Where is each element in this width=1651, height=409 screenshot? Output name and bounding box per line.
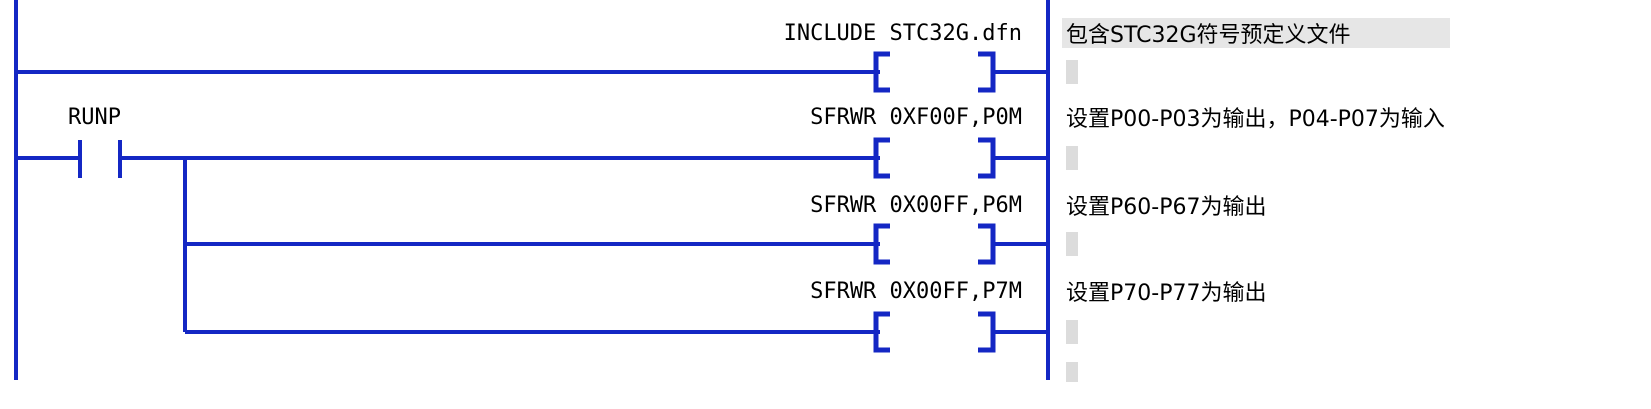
rung-4-comment-line-extra xyxy=(1066,362,1078,382)
rung-2-comment-line xyxy=(1066,146,1078,170)
rung-3[interactable]: SFRWR 0X00FF,P6M 设置P60-P67为输出 xyxy=(185,193,1266,265)
rung-1-comment-highlight xyxy=(1062,18,1450,48)
rung-1[interactable]: INCLUDE STC32G.dfn 包含STC32G符号预定义文件 xyxy=(16,18,1450,93)
contact-label-runp[interactable]: RUNP xyxy=(68,105,121,130)
rung-1-instruction[interactable]: INCLUDE STC32G.dfn xyxy=(784,21,1022,46)
rung-3-comment[interactable]: 设置P60-P67为输出 xyxy=(1066,195,1266,220)
rung-3-func-bracket-left xyxy=(873,223,890,265)
rung-2-instruction[interactable]: SFRWR 0XF00F,P0M xyxy=(810,105,1022,130)
rung-2[interactable]: RUNP SFRWR 0XF00F,P0M 设置P00-P03为输出，P04-P… xyxy=(16,105,1445,179)
rung-3-instruction[interactable]: SFRWR 0X00FF,P6M xyxy=(810,193,1022,218)
rung-4-comment-line xyxy=(1066,320,1078,344)
rung-2-func-bracket-left xyxy=(873,137,890,179)
rung-3-func-bracket-right xyxy=(978,223,996,265)
rung-4-func-bracket-left xyxy=(873,311,890,353)
rung-4-instruction[interactable]: SFRWR 0X00FF,P7M xyxy=(810,279,1022,304)
rung-4-comment[interactable]: 设置P70-P77为输出 xyxy=(1066,281,1266,306)
rung-1-func-bracket-right xyxy=(978,51,996,93)
rung-1-func-bracket-left xyxy=(873,51,890,93)
rung-4[interactable]: SFRWR 0X00FF,P7M 设置P70-P77为输出 xyxy=(185,279,1266,382)
rung-4-func-bracket-right xyxy=(978,311,996,353)
rung-1-comment-line xyxy=(1066,60,1078,84)
rung-3-comment-line xyxy=(1066,232,1078,256)
rung-2-comment[interactable]: 设置P00-P03为输出，P04-P07为输入 xyxy=(1066,107,1445,132)
rung-1-comment[interactable]: 包含STC32G符号预定义文件 xyxy=(1066,23,1351,48)
rung-2-func-bracket-right xyxy=(978,137,996,179)
